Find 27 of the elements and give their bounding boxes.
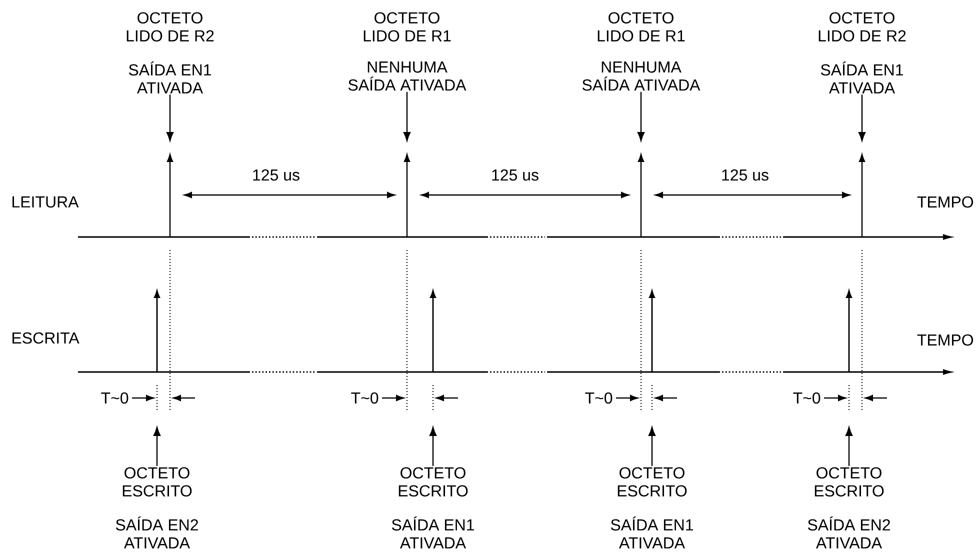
gap-label: T~0 <box>351 392 378 404</box>
gap-label: T~0 <box>585 392 612 404</box>
interval-label: 125 us <box>722 169 768 181</box>
caption-text: OCTETO ESCRITO SAÍDA EN2 ATIVADA <box>116 467 198 548</box>
caption-text: OCTETO LIDO DE R2 SAÍDA EN1 ATIVADA <box>818 12 906 94</box>
arrow <box>637 92 645 142</box>
caption-text: OCTETO ESCRITO SAÍDA EN2 ATIVADA <box>808 467 890 548</box>
caption-text: OCTETO ESCRITO SAÍDA EN1 ATIVADA <box>610 467 693 548</box>
axis-label: TEMPO <box>917 334 974 346</box>
axis-label: ESCRITA <box>12 332 80 344</box>
caption-text: OCTETO ESCRITO SAÍDA EN1 ATIVADA <box>392 467 474 548</box>
axis-label: LEITURA <box>12 196 79 208</box>
arrow <box>403 92 411 142</box>
axis-label: TEMPO <box>917 196 974 208</box>
caption-text: OCTETO LIDO DE R1 NENHUMA SAÍDA ATIVADA <box>348 12 466 91</box>
interval-label: 125 us <box>253 169 300 181</box>
arrow <box>166 94 174 142</box>
gap-label: T~0 <box>101 392 128 404</box>
caption-text: OCTETO LIDO DE R1 NENHUMA SAÍDA ATIVADA <box>582 12 700 91</box>
arrow <box>648 426 656 466</box>
arrow <box>429 426 437 466</box>
arrow <box>858 94 866 142</box>
interval-label: 125 us <box>492 169 538 181</box>
arrow <box>153 426 161 466</box>
arrow <box>845 426 853 466</box>
caption-text: OCTETO LIDO DE R2 SAÍDA EN1 ATIVADA <box>126 12 214 94</box>
gap-label: T~0 <box>793 392 820 404</box>
